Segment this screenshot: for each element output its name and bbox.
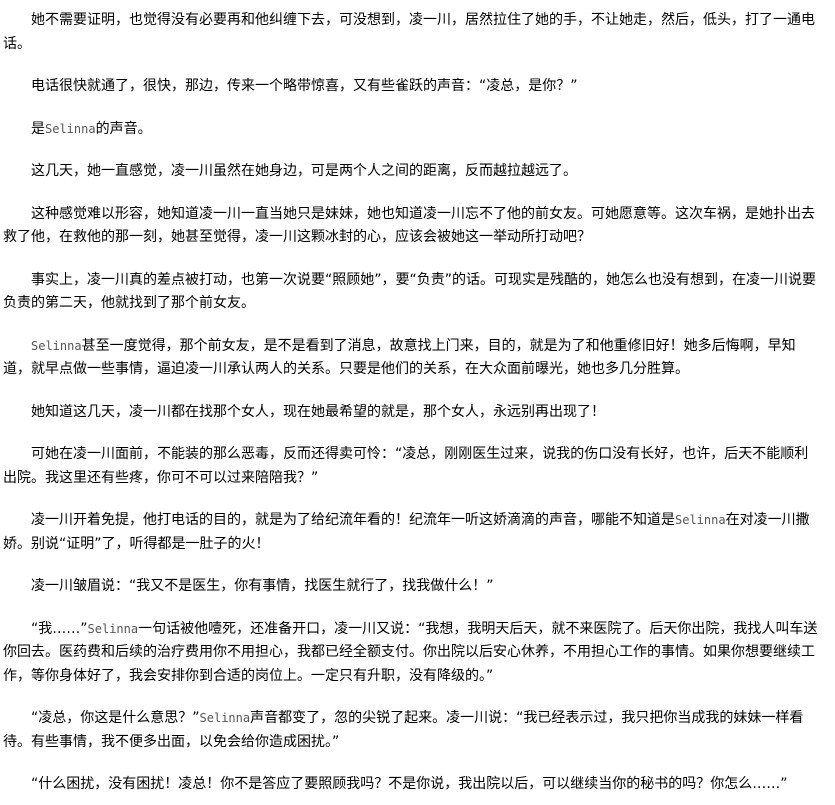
paragraph: Selinna甚至一度觉得，那个前女友，是不是看到了消息，故意找上门来，目的，就…: [3, 337, 796, 378]
name-selinna: Selinna: [675, 513, 726, 527]
paragraph: “什么困扰，没有困扰！凌总！你不是答应了要照顾我吗？不是你说，我出院以后，可以继…: [31, 776, 788, 792]
paragraph: 这几天，她一直感觉，凌一川虽然在她身边，可是两个人之间的距离，反而越拉越远了。: [31, 163, 577, 179]
name-selinna: Selinna: [31, 338, 82, 353]
paragraph: 事实上，凌一川真的差点被打动，也第一次说要“照顾她”，要“负责”的话。可现实是残…: [3, 271, 817, 312]
paragraph: 电话很快就通了，很快，那边，传来一个略带惊喜，又有些雀跃的声音：“凌总，是你？”: [31, 78, 578, 94]
paragraph: 凌一川皱眉说：“我又不是医生，你有事情，找医生就行了，找我做什么！”: [31, 578, 494, 594]
paragraph: 她知道这几天，凌一川都在找那个女人，现在她最希望的就是，那个女人，永远别再出现了…: [31, 403, 605, 420]
paragraph: 是Selinna的声音。: [31, 120, 152, 137]
paragraph: 这种感觉难以形容，她知道凌一川一直当她只是妹妹，她也知道凌一川忘不了他的前女友。…: [3, 205, 815, 246]
name-selinna: Selinna: [87, 621, 139, 636]
name-selinna: Selinna: [45, 121, 96, 136]
paragraph: 她不需要证明，也觉得没有必要再和他纠缠下去，可没想到，凌一川，居然拉住了她的手，…: [3, 12, 815, 52]
article-body: 她不需要证明，也觉得没有必要再和他纠缠下去，可没想到，凌一川，居然拉住了她的手，…: [3, 12, 818, 792]
name-selinna: Selinna: [199, 711, 251, 725]
paragraph: 可她在凌一川面前，不能装的那么恶毒，反而还得卖可怜：“凌总，刚刚医生过来，说我的…: [3, 446, 809, 486]
paragraph: “我……”Selinna一句话被他噎死，还准备开口，凌一川又说：“我想，我明天后…: [3, 620, 818, 684]
paragraph: “凌总，你这是什么意思？”Selinna声音都变了，忽的尖锐了起来。凌一川说：“…: [3, 710, 804, 750]
paragraph: 凌一川开着免提，他打电话的目的，就是为了给纪流年看的！纪流年一听这娇滴滴的声音，…: [3, 512, 810, 552]
